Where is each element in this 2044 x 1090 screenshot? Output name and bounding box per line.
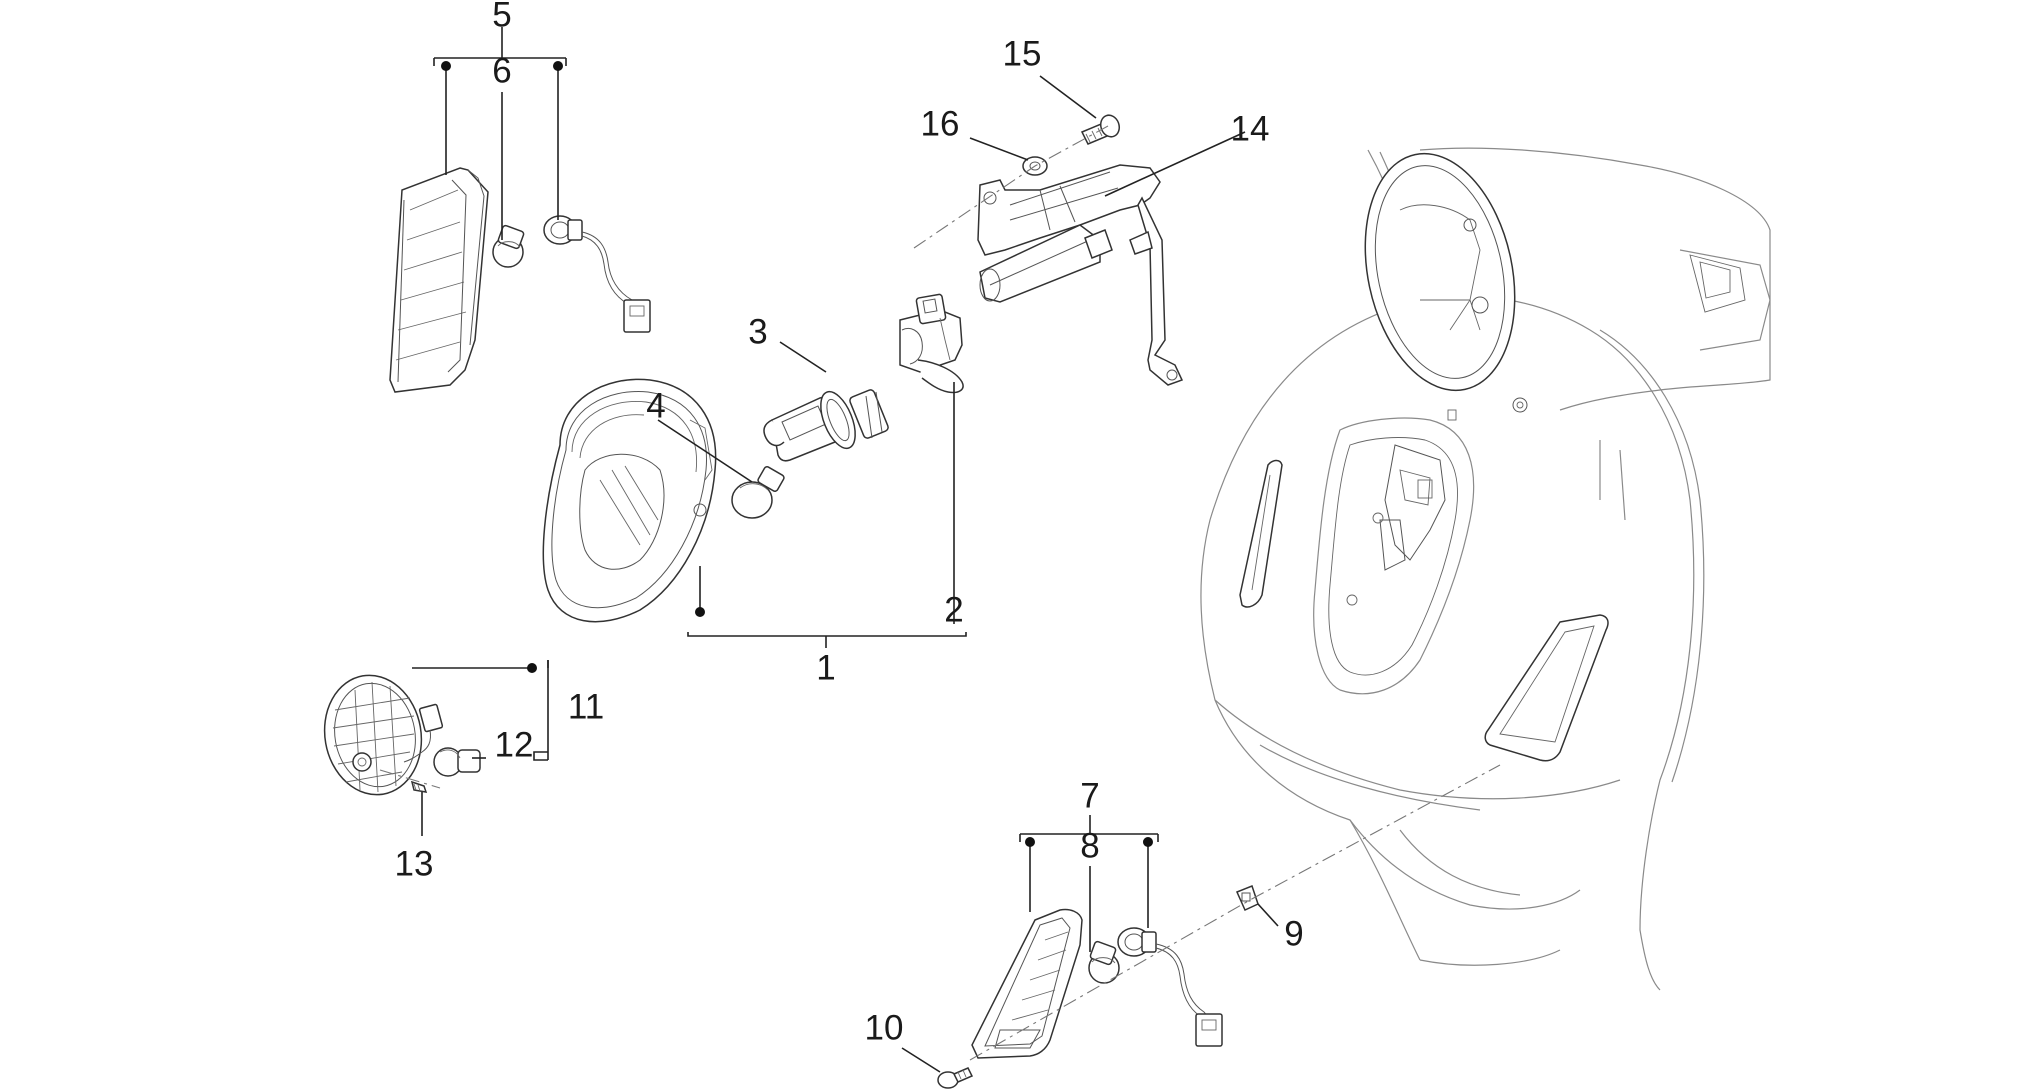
callout-11: 11 — [568, 687, 604, 726]
side-light-wire — [403, 703, 444, 763]
callout-labels: 5 6 15 16 14 3 4 2 1 11 12 13 7 8 9 10 — [395, 0, 1304, 1047]
turn-signal-bulb-8 — [1088, 940, 1120, 984]
bulb-holder-2 — [899, 293, 964, 394]
callout-3: 3 — [748, 312, 767, 351]
side-light-bulb-12 — [433, 747, 481, 777]
headlight-bracket-14 — [977, 164, 1184, 386]
leader-dots — [441, 61, 1153, 847]
callout-2: 2 — [944, 590, 963, 629]
headlight-bulb-3 — [763, 389, 889, 462]
leader-lines — [412, 27, 1279, 1073]
callout-12: 12 — [495, 725, 534, 764]
turn-signal-socket-lower — [1117, 927, 1223, 1047]
callout-7: 7 — [1080, 776, 1099, 815]
callout-15: 15 — [1003, 34, 1042, 73]
callout-13: 13 — [395, 844, 434, 883]
callout-14: 14 — [1231, 109, 1270, 148]
turn-signal-socket — [543, 215, 651, 333]
front-left-turn-signal — [389, 167, 489, 393]
callout-1: 1 — [816, 648, 835, 687]
callout-5: 5 — [492, 0, 511, 34]
screw-15 — [1080, 114, 1121, 145]
screw-10 — [937, 1067, 974, 1089]
turn-signal-bulb-6 — [492, 224, 525, 268]
callout-10: 10 — [865, 1008, 904, 1047]
callout-9: 9 — [1284, 914, 1303, 953]
assembly-centerlines — [379, 125, 1501, 1061]
screw-13 — [410, 780, 428, 793]
callout-16: 16 — [921, 104, 960, 143]
callout-6: 6 — [492, 51, 511, 90]
callout-4: 4 — [646, 386, 665, 425]
scooter-front-shield — [1200, 147, 1771, 991]
headlight-unit — [542, 378, 717, 623]
side-reflector-light-11 — [323, 674, 423, 796]
parking-light-bulb-4 — [731, 466, 785, 519]
front-right-turn-signal — [971, 908, 1083, 1059]
callout-8: 8 — [1080, 826, 1099, 865]
